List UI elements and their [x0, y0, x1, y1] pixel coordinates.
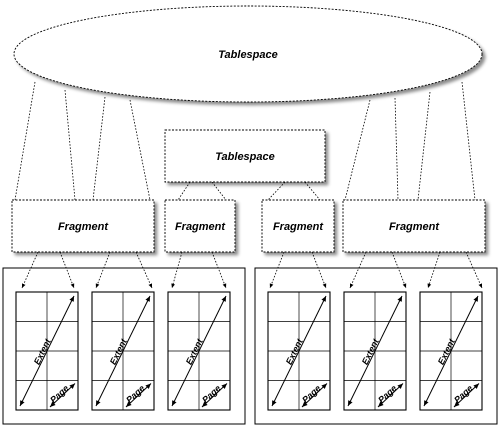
- fragment-3: Fragment: [261, 199, 335, 253]
- fragment-1: Fragment: [11, 199, 155, 253]
- fragment-2-label: Fragment: [175, 221, 226, 233]
- extent-group-right: [254, 267, 498, 425]
- fragment-4-label: Fragment: [389, 221, 440, 233]
- fragment-1-label: Fragment: [58, 221, 109, 233]
- fragment-2: Fragment: [164, 199, 236, 253]
- extent-arrow: [347, 295, 403, 407]
- ellipse-tablespace-label: Tablespace: [218, 49, 278, 61]
- extent-group-left: [2, 267, 246, 425]
- extent-arrow: [95, 295, 151, 407]
- box-to-fragment-connectors: [177, 181, 321, 201]
- page-arrow: [49, 383, 76, 408]
- page-arrow: [301, 383, 328, 408]
- ellipse-to-fragment-connectors: [14, 81, 476, 201]
- extent-arrow: [271, 295, 327, 407]
- extent-arrow: [171, 295, 227, 407]
- page-arrow: [125, 383, 152, 408]
- tablespace-ellipse: Tablespace: [13, 5, 483, 103]
- fragment-to-extent-arrows: [21, 251, 483, 289]
- page-arrow: [377, 383, 404, 408]
- box-tablespace-label: Tablespace: [215, 151, 275, 163]
- fragment-3-label: Fragment: [273, 221, 324, 233]
- page-arrow: [453, 383, 480, 408]
- tablespace-box: Tablespace: [164, 129, 326, 183]
- page-arrow: [201, 383, 228, 408]
- fragment-4: Fragment: [342, 199, 486, 253]
- extent-arrow: [423, 295, 479, 407]
- extent-arrow: [19, 295, 75, 407]
- extents: ExtentPageExtentPageExtentPageExtentPage…: [15, 291, 483, 411]
